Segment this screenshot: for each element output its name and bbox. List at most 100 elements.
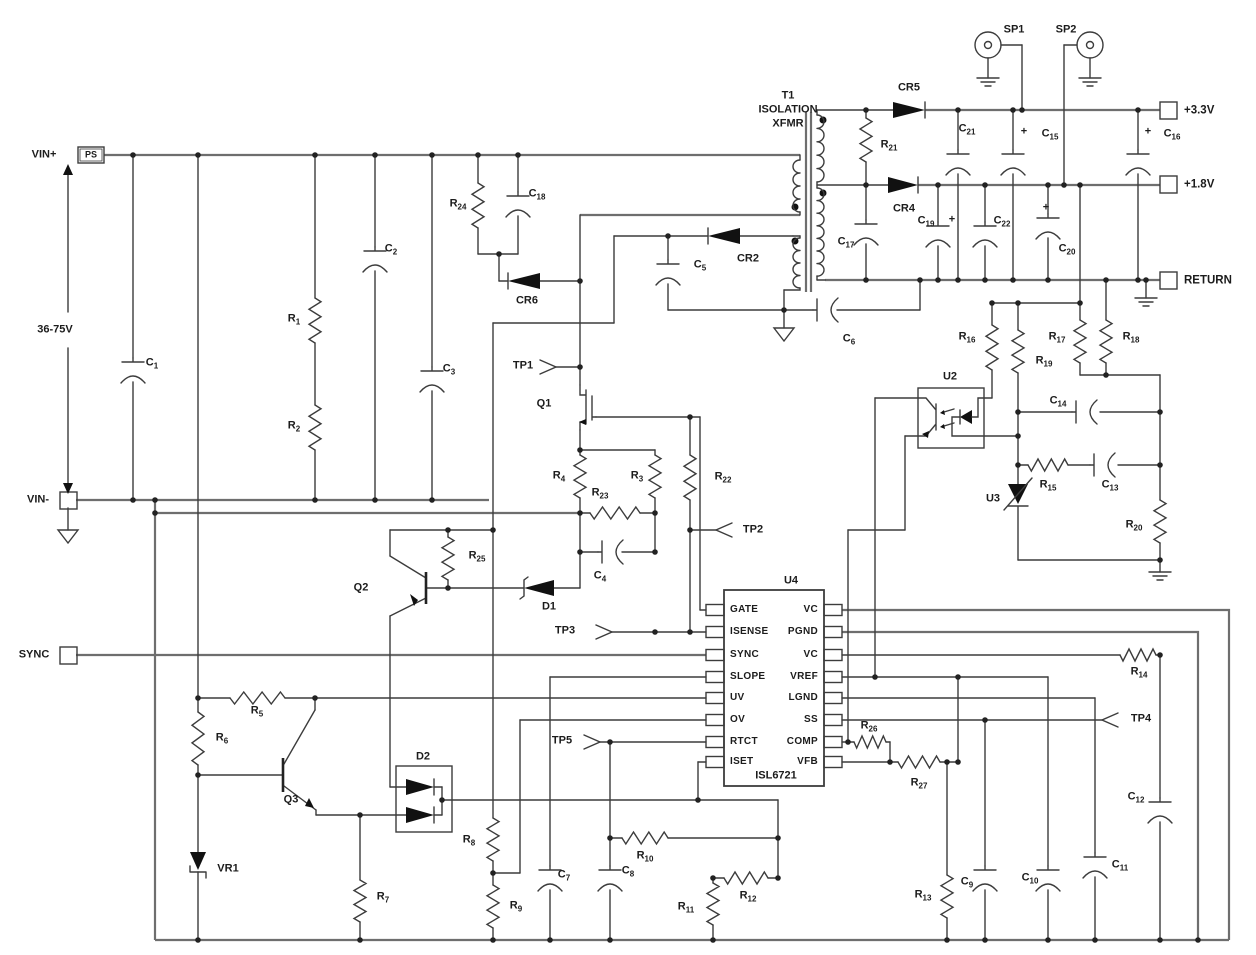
label-c6: C6: [842, 332, 856, 347]
label-pin-vc2: VC: [803, 649, 818, 660]
label-r19: R19: [1035, 354, 1053, 369]
label-c4: C4: [593, 569, 607, 584]
label-pin-vfb: VFB: [797, 756, 818, 767]
label-vin-minus: VIN-: [27, 493, 49, 506]
label-r6: R6: [215, 731, 229, 746]
label-isl6721: ISL6721: [755, 769, 797, 782]
label-r24: R24: [449, 197, 467, 212]
label-pin-vref: VREF: [790, 671, 818, 682]
label-d1: D1: [541, 600, 557, 613]
label-r11: R11: [677, 900, 695, 915]
label-vr1: VR1: [217, 862, 239, 875]
label-r7: R7: [376, 890, 390, 905]
label-c16: C16: [1163, 127, 1181, 142]
label-c15: C15: [1041, 127, 1059, 142]
label-q3: Q3: [283, 793, 299, 806]
label-c2: C2: [384, 242, 398, 257]
label-sp2: SP2: [1055, 23, 1077, 36]
label-pin-iset: ISET: [730, 756, 754, 767]
label-pin-lgnd: LGND: [788, 692, 818, 703]
label-c19: C19: [917, 214, 935, 229]
label-pin-rtct: RTCT: [730, 736, 758, 747]
label-r4: R4: [552, 469, 566, 484]
label-pin-uv: UV: [730, 692, 745, 703]
label-r13: R13: [914, 888, 932, 903]
label-cr6: CR6: [515, 294, 539, 307]
label-tp1: TP1: [512, 359, 534, 372]
label-u2: U2: [942, 370, 958, 383]
label-plus-c19: +: [948, 213, 956, 226]
label-pin-vc1: VC: [803, 604, 818, 615]
label-c9: C9: [960, 875, 974, 890]
label-t1-xfmr: XFMR: [772, 117, 804, 130]
label-pin-comp: COMP: [786, 736, 818, 747]
label-sync-terminal: SYNC: [18, 648, 50, 661]
label-cr4: CR4: [892, 202, 916, 215]
label-r16: R16: [958, 330, 976, 345]
label-r21: R21: [880, 138, 898, 153]
label-pin-ss: SS: [804, 714, 818, 725]
label-r27: R27: [910, 776, 928, 791]
label-out-3v3: +3.3V: [1184, 104, 1215, 117]
label-plus-c16: +: [1144, 125, 1152, 138]
label-t1: T1: [781, 89, 795, 102]
label-tp4: TP4: [1130, 712, 1152, 725]
label-plus-c15: +: [1020, 125, 1028, 138]
label-pin-gate: GATE: [730, 604, 759, 615]
label-r25: R25: [468, 549, 486, 564]
label-r10: R10: [636, 849, 654, 864]
label-cr5: CR5: [897, 81, 921, 94]
label-r18: R18: [1122, 330, 1140, 345]
label-out-1v8: +1.8V: [1184, 178, 1215, 191]
label-cr2: CR2: [736, 252, 760, 265]
label-t1-isolation: ISOLATION: [758, 103, 818, 116]
label-sp1: SP1: [1003, 23, 1025, 36]
label-c13: C13: [1101, 478, 1119, 493]
label-r8: R8: [462, 833, 476, 848]
label-input-range: 36-75V: [37, 323, 73, 336]
label-r17: R17: [1048, 330, 1066, 345]
label-r9: R9: [509, 899, 523, 914]
label-r12: R12: [739, 889, 757, 904]
label-r26: R26: [860, 719, 878, 734]
label-c1: C1: [145, 356, 159, 371]
label-c18: C18: [528, 187, 546, 202]
label-r1: R1: [287, 312, 301, 327]
label-pin-sync: SYNC: [730, 649, 759, 660]
label-r15: R15: [1039, 478, 1057, 493]
label-tp5: TP5: [551, 734, 573, 747]
label-tp3: TP3: [554, 624, 576, 637]
label-c7: C7: [557, 868, 571, 883]
label-u3: U3: [985, 492, 1001, 505]
label-c17: C17: [837, 235, 855, 250]
label-vin-plus: VIN+: [31, 148, 57, 161]
label-c11: C11: [1111, 858, 1129, 873]
label-c20: C20: [1058, 242, 1076, 257]
label-c12: C12: [1127, 790, 1145, 805]
label-u4: U4: [783, 574, 799, 587]
label-pin-pgnd: PGND: [787, 626, 818, 637]
label-plus-c20: +: [1042, 201, 1050, 214]
label-q1: Q1: [536, 397, 552, 410]
label-d2: D2: [415, 750, 431, 763]
label-r22: R22: [714, 470, 732, 485]
label-r3: R3: [630, 469, 644, 484]
label-pin-isense: ISENSE: [730, 626, 769, 637]
label-c22: C22: [993, 214, 1011, 229]
label-r20: R20: [1125, 518, 1143, 533]
label-r14: R14: [1130, 665, 1148, 680]
label-c21: C21: [958, 122, 976, 137]
label-c14: C14: [1049, 394, 1067, 409]
label-r2: R2: [287, 419, 301, 434]
label-tp2: TP2: [742, 523, 764, 536]
label-c8: C8: [621, 864, 635, 879]
label-pin-ov: OV: [730, 714, 746, 725]
label-r23: R23: [591, 486, 609, 501]
label-out-return: RETURN: [1184, 274, 1232, 287]
label-q2: Q2: [353, 581, 369, 594]
label-r5: R5: [250, 704, 264, 719]
label-c5: C5: [693, 258, 707, 273]
label-c3: C3: [442, 362, 456, 377]
label-ps: PS: [84, 149, 98, 160]
